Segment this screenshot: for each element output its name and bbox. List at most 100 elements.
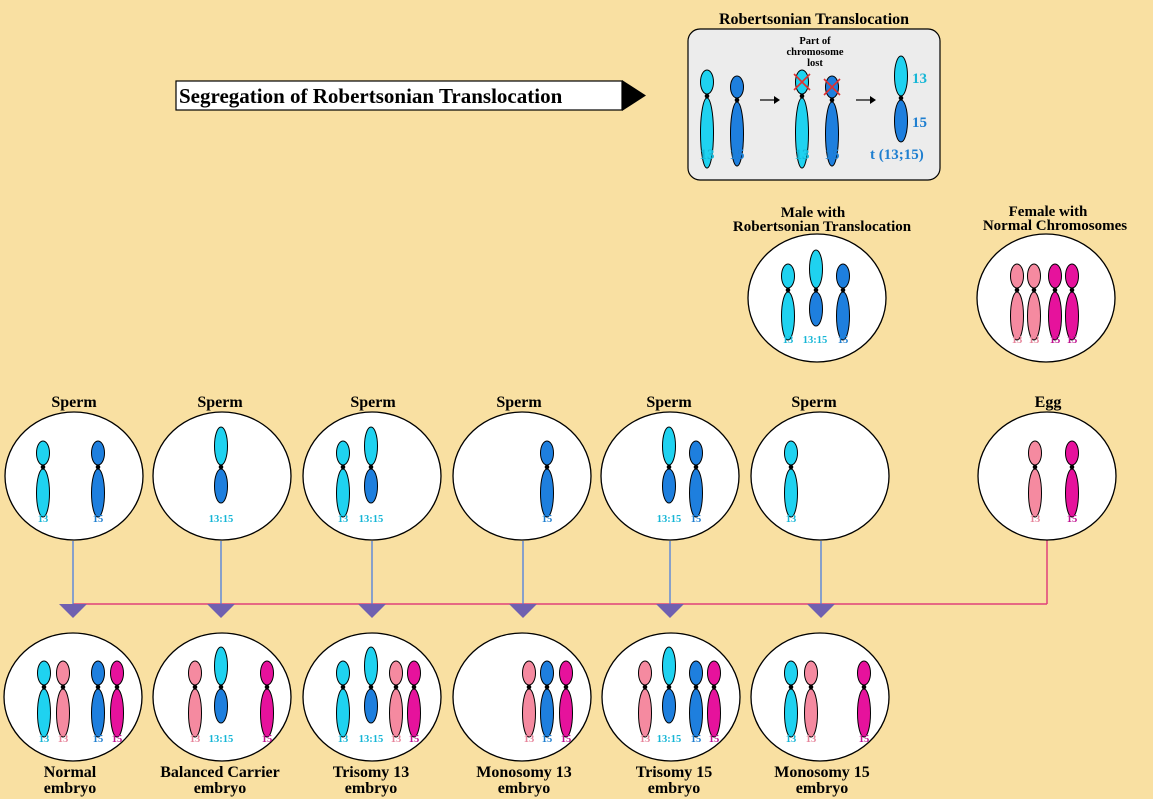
chromosome-number: 15 [709, 734, 720, 745]
maternal-chromosome-13 [389, 660, 403, 738]
male-label-line2: Robertsonian Translocation [733, 219, 912, 235]
maternal-chromosome-15 [707, 660, 721, 738]
chromosome-number: 13 [1012, 335, 1023, 346]
embryo-label-line2: embryo [44, 780, 96, 797]
chromosome-number: 13:15 [359, 514, 384, 525]
translocation-chromosome [894, 55, 908, 143]
fused-chromosome-13-15 [662, 646, 676, 724]
embryo-cell: 13 13:15 15 [152, 632, 292, 762]
chromosome-number: 15 [262, 734, 273, 745]
chromosome-number: 13 [190, 734, 201, 745]
arrow-head-icon [870, 96, 876, 104]
gamete-label: Sperm [197, 394, 243, 411]
chromosome-number: 15 [1050, 335, 1061, 346]
chromosome-number: 13 [783, 335, 794, 346]
maternal-chromosome-15 [407, 660, 421, 738]
maternal-chromosome-13 [1010, 263, 1024, 341]
chromosome-13 [781, 263, 795, 341]
gamete-label: Sperm [496, 394, 542, 411]
title-banner: Segregation of Robertsonian Translocatio… [175, 80, 646, 111]
sperm-cell: 13 15 [4, 411, 144, 541]
chromosome-number: 15 [1067, 514, 1078, 525]
chromosome-number: 13 [338, 514, 349, 525]
chromosome-15 [836, 263, 850, 341]
chromosome-number: 13 [58, 734, 69, 745]
maternal-chromosome-15 [857, 660, 871, 738]
embryo-label-line2: embryo [796, 780, 848, 797]
embryo-label-line1: Monosomy 13 [476, 764, 572, 781]
chromosome-number: 15 [1067, 335, 1078, 346]
maternal-chromosome-15 [1065, 263, 1079, 341]
embryo-label-line1: Balanced Carrier [160, 764, 280, 781]
maternal-chromosome-13 [1027, 263, 1041, 341]
chromosome-number: 15 [542, 514, 553, 525]
chromosome-number: 15 [859, 734, 870, 745]
male-label-line1: Male with [781, 205, 846, 221]
chromosome-number: 13:15 [657, 734, 682, 745]
chromosome-number: 13 [338, 734, 349, 745]
chromosome-number: 15 [561, 734, 572, 745]
chromosome-13 [700, 69, 714, 169]
embryo-label-line2: embryo [498, 780, 550, 797]
sperm-cell: 13 [750, 411, 890, 541]
chromosome-number: 13 [806, 734, 817, 745]
inset-label-13a: 13 [700, 147, 715, 163]
chromosome-number: 13 [524, 734, 535, 745]
chromosome-number: 13:15 [209, 734, 234, 745]
fused-chromosome-13-15 [214, 646, 228, 724]
chromosome-15 [730, 75, 744, 167]
maternal-chromosome-13 [638, 660, 652, 738]
sperm-cell: 15 [452, 411, 592, 541]
embryo-label-line1: Normal [44, 764, 97, 781]
down-arrow-icon [207, 604, 235, 618]
chromosome-number: 15 [112, 734, 123, 745]
fused-chromosome-13-15 [662, 426, 676, 504]
maternal-chromosome-15 [1048, 263, 1062, 341]
maternal-chromosome-15 [260, 660, 274, 738]
down-arrow-icon [358, 604, 386, 618]
chromosome-13 [784, 660, 798, 738]
translocation-inset: Robertsonian Translocation Part of chrom… [687, 11, 941, 181]
maternal-chromosome-15 [559, 660, 573, 738]
chromosome-15-losing-arm [823, 75, 841, 167]
chromosome-15 [689, 660, 703, 738]
fused-chromosome-13-15 [364, 646, 378, 724]
lost-note-2: chromosome [787, 47, 844, 58]
inset-label-13b: 13 [795, 147, 810, 163]
gamete-label: Sperm [51, 394, 97, 411]
embryo-label-line1: Trisomy 15 [636, 764, 713, 781]
chromosome-number: 13:15 [359, 734, 384, 745]
inset-label-15a: 15 [730, 147, 745, 163]
embryo-label-line1: Monosomy 15 [774, 764, 870, 781]
chromosome-number: 15 [93, 514, 104, 525]
chromosome-13 [37, 660, 51, 738]
inset-label-15b: 15 [825, 147, 840, 163]
embryo-label-line1: Trisomy 13 [333, 764, 410, 781]
chromosome-15 [689, 440, 703, 518]
gamete-label: Sperm [350, 394, 396, 411]
maternal-chromosome-13 [522, 660, 536, 738]
down-arrow-icon [509, 604, 537, 618]
chromosome-13 [336, 440, 350, 518]
maternal-chromosome-13 [188, 660, 202, 738]
chromosome-number: 13 [38, 514, 49, 525]
translocation-result-label: t (13;15) [870, 147, 924, 163]
maternal-chromosome-13 [804, 660, 818, 738]
egg-label: Egg [1035, 394, 1062, 411]
chromosome-number: 15 [691, 734, 702, 745]
chromosome-number: 15 [691, 514, 702, 525]
down-arrow-icon [807, 604, 835, 618]
embryo-label-line2: embryo [648, 780, 700, 797]
fused-chromosome-13-15 [214, 426, 228, 504]
inset-chromosomes [700, 55, 908, 169]
fused-chromosome-13-15 [809, 249, 823, 327]
